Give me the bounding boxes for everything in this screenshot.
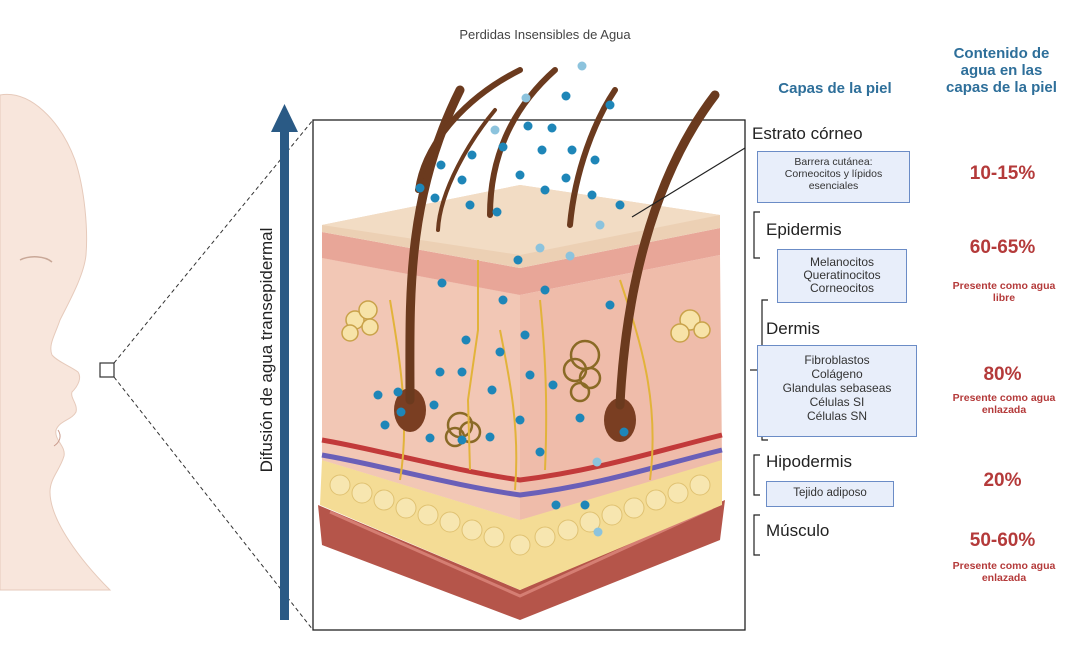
layer-name-hipodermis: Hipodermis xyxy=(766,452,852,472)
layer-box-line: Corneocitos xyxy=(778,282,906,295)
layer-box-line: Colágeno xyxy=(758,367,916,381)
layer-box-line: esenciales xyxy=(758,180,909,192)
layer-box-epidermis: Melanocitos Queratinocitos Corneocitos xyxy=(777,249,907,303)
note-musculo: Presente como agua enlazada xyxy=(935,560,1073,584)
layer-box-line: Glandulas sebaseas xyxy=(758,381,916,395)
note-line: Presente como agua xyxy=(935,560,1073,572)
water-header-line: Contenido de xyxy=(930,45,1073,62)
layer-box-estrato-corneo: Barrera cutánea: Corneocitos y lípidos e… xyxy=(757,151,910,203)
layer-box-line: Corneocitos y lípidos xyxy=(758,168,909,180)
skin-block xyxy=(318,185,725,620)
layer-box-hipodermis: Tejido adiposo xyxy=(766,481,894,507)
note-line: libre xyxy=(935,292,1073,304)
note-epidermis: Presente como agua libre xyxy=(935,280,1073,304)
percent-musculo: 50-60% xyxy=(940,530,1065,552)
layer-box-line: Barrera cutánea: xyxy=(758,156,909,168)
layers-header: Capas de la piel xyxy=(760,80,910,97)
percent-hipodermis: 20% xyxy=(940,470,1065,492)
water-header-line: agua en las xyxy=(930,62,1073,79)
layer-box-line: Tejido adiposo xyxy=(767,482,893,504)
layer-name-musculo: Músculo xyxy=(766,521,829,541)
layer-box-line: Células SI xyxy=(758,395,916,409)
water-header: Contenido de agua en las capas de la pie… xyxy=(930,45,1073,96)
face-profile-icon xyxy=(0,94,110,590)
note-line: enlazada xyxy=(935,572,1073,584)
vertical-label: Difusión de agua transepidermal xyxy=(257,150,277,550)
note-line: Presente como agua xyxy=(935,280,1073,292)
vertical-label-wrapper: Difusión de agua transepidermal xyxy=(257,150,277,550)
layer-name-estrato-corneo: Estrato córneo xyxy=(752,124,863,144)
water-header-line: capas de la piel xyxy=(930,79,1073,96)
percent-dermis: 80% xyxy=(940,364,1065,386)
percent-estrato-corneo: 10-15% xyxy=(940,163,1065,185)
note-line: Presente como agua xyxy=(935,392,1073,404)
layer-name-dermis: Dermis xyxy=(766,319,820,339)
note-dermis: Presente como agua enlazada xyxy=(935,392,1073,416)
percent-epidermis: 60-65% xyxy=(940,237,1065,259)
layer-box-dermis: Fibroblastos Colágeno Glandulas sebaseas… xyxy=(757,345,917,437)
layer-box-line: Fibroblastos xyxy=(758,353,916,367)
zoom-region-marker xyxy=(100,363,114,377)
layer-name-epidermis: Epidermis xyxy=(766,220,842,240)
note-line: enlazada xyxy=(935,404,1073,416)
callout-line-estrato xyxy=(632,148,745,217)
layer-box-line: Células SN xyxy=(758,409,916,423)
